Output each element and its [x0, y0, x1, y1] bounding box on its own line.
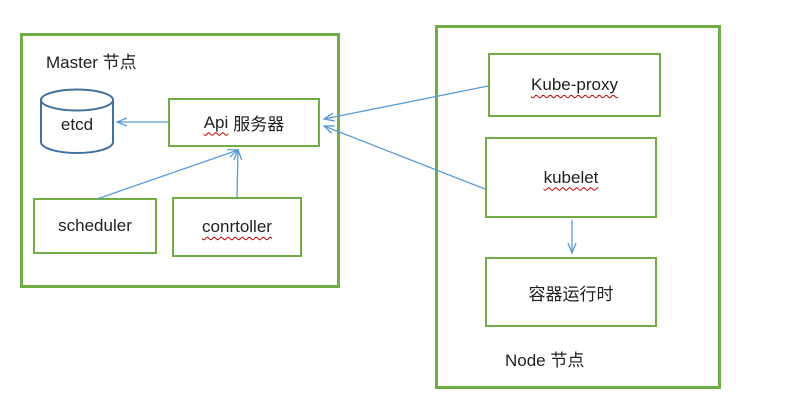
node-node-group [435, 25, 721, 389]
api-server-label-zh: 服务器 [233, 115, 285, 134]
container-runtime-box: 容器运行时 [485, 257, 657, 327]
etcd-label: etcd [60, 115, 94, 134]
controller-box: conrtoller [172, 197, 302, 257]
kubelet-label: kubelet [543, 167, 599, 187]
kubelet-box: kubelet [485, 137, 657, 218]
scheduler-label: scheduler [58, 216, 132, 235]
api-server-label-en: Api [203, 112, 229, 132]
scheduler-box: scheduler [33, 198, 157, 254]
etcd-node: etcd [38, 88, 116, 155]
controller-label: conrtoller [202, 217, 272, 236]
api-server-box: Api 服务器 [168, 98, 320, 147]
kube-proxy-label: Kube-proxy [531, 75, 618, 94]
kube-proxy-box: Kube-proxy [488, 53, 661, 117]
container-runtime-label: 容器运行时 [528, 284, 614, 304]
database-cylinder-icon [40, 88, 114, 154]
master-node-group-label: Master 节点 [46, 53, 137, 72]
node-node-group-label: Node 节点 [505, 351, 585, 370]
